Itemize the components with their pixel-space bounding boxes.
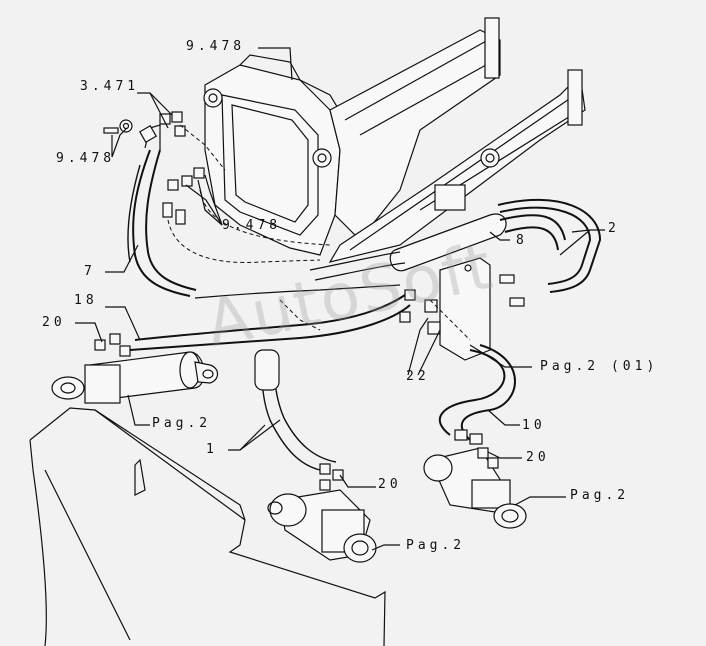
label-item-20-left: 20 — [42, 315, 66, 330]
label-item-7: 7 — [84, 264, 96, 279]
label-pag2-bottom: Pag.2 — [406, 538, 466, 553]
label-item-20-right: 20 — [526, 450, 550, 465]
bracket-22 — [399, 257, 525, 361]
label-item-8: 8 — [516, 233, 528, 248]
label-item-10: 10 — [522, 418, 546, 433]
cylinder-left — [51, 333, 219, 404]
label-pag2-left: Pag.2 — [152, 416, 212, 431]
label-ref-9478-left: 9.478 — [56, 151, 116, 166]
label-item-18: 18 — [74, 293, 98, 308]
label-item-1: 1 — [206, 442, 218, 457]
sleeve-8 — [309, 198, 602, 293]
label-pag2-01: Pag.2 (01) — [540, 359, 659, 374]
label-item-20-center: 20 — [378, 477, 402, 492]
label-ref-9478-mid: 9.478 — [222, 218, 282, 233]
hoses-18-and-1 — [129, 284, 411, 471]
label-ref-3471: 3.471 — [80, 79, 140, 94]
label-pag2-right: Pag.2 — [570, 488, 630, 503]
label-item-22: 22 — [406, 369, 430, 384]
leader-lines — [75, 47, 605, 551]
dozer-blade — [29, 407, 386, 646]
label-item-2: 2 — [608, 221, 620, 236]
hose-10 — [438, 344, 516, 445]
cylinder-right — [423, 447, 527, 529]
hose-bundle-7 — [127, 124, 197, 297]
cylinder-center — [267, 463, 377, 563]
label-ref-9478-top: 9.478 — [186, 39, 246, 54]
chassis-frame — [203, 17, 586, 263]
